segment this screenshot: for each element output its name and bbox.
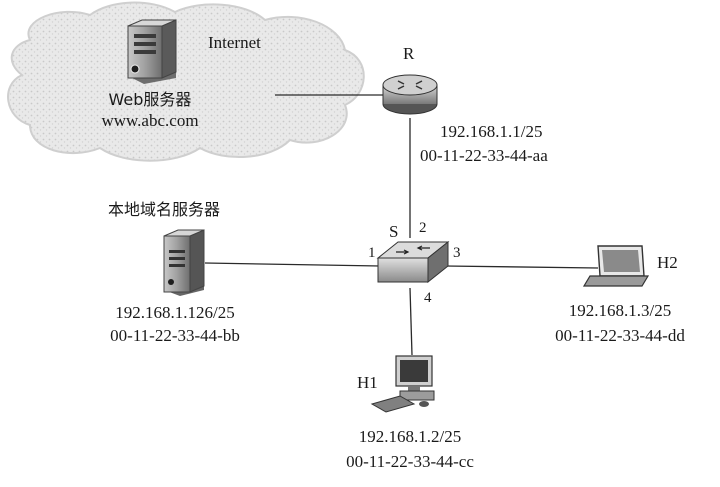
h2-mac: 00-11-22-33-44-dd xyxy=(555,326,685,345)
laptop-icon xyxy=(582,245,650,287)
web-server-domain: www.abc.com xyxy=(101,111,199,130)
router-mac: 00-11-22-33-44-aa xyxy=(420,146,548,165)
h2-ip: 192.168.1.3/25 xyxy=(568,301,672,320)
internet-cloud xyxy=(7,1,365,162)
router-name: R xyxy=(403,44,415,63)
internet-label: Internet xyxy=(208,33,261,52)
h1-name: H1 xyxy=(357,373,378,392)
link-switch-h1 xyxy=(409,287,413,356)
switch-port-2: 2 xyxy=(419,220,427,236)
links xyxy=(204,94,599,356)
switch-port-3: 3 xyxy=(453,245,461,261)
h1-mac: 00-11-22-33-44-cc xyxy=(346,452,474,471)
router-ip: 192.168.1.1/25 xyxy=(440,122,543,141)
h2-name: H2 xyxy=(657,253,678,272)
link-switch-h2 xyxy=(444,265,599,269)
desktop-computer-icon xyxy=(370,355,435,413)
h1-ip: 192.168.1.2/25 xyxy=(358,427,462,446)
router-icon xyxy=(382,74,438,115)
switch-name: S xyxy=(389,222,399,241)
dns-server-label: 本地域名服务器 xyxy=(108,200,221,219)
web-server-icon xyxy=(127,19,177,84)
switch-icon xyxy=(376,240,450,284)
dns-server-icon xyxy=(163,229,205,296)
switch-port-1: 1 xyxy=(368,245,376,261)
dns-server-mac: 00-11-22-33-44-bb xyxy=(110,326,240,345)
dns-server-ip: 192.168.1.126/25 xyxy=(115,303,235,322)
web-server-label: Web服务器 xyxy=(108,90,192,109)
link-dns-switch xyxy=(204,262,381,267)
switch-port-4: 4 xyxy=(424,290,432,306)
